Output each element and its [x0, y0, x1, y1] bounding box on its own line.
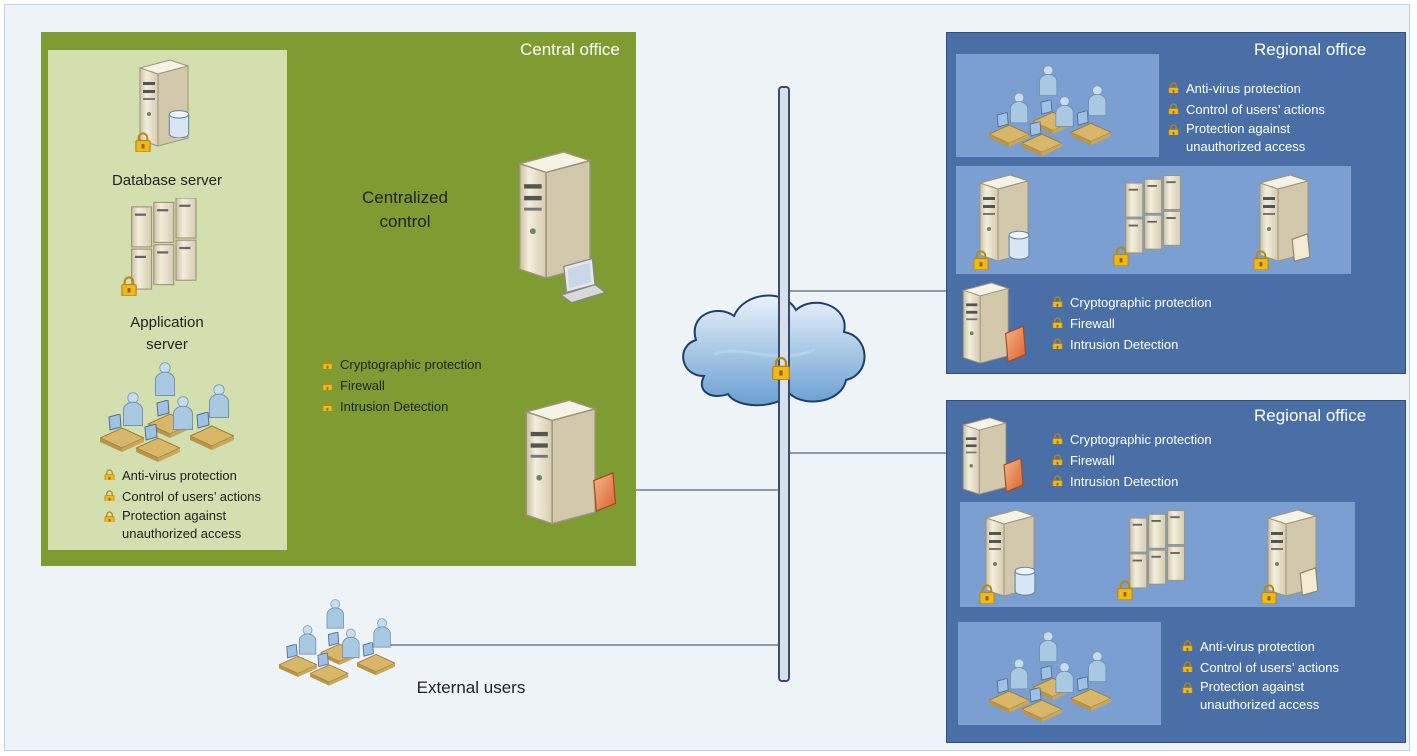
lock-icon — [1168, 82, 1179, 93]
file-server-icon — [1252, 174, 1311, 270]
protection-label: Control of users’ actions — [1186, 102, 1325, 117]
lock-icon — [1052, 475, 1063, 486]
protection-label: Firewall — [1070, 453, 1115, 468]
protection-label: Intrusion Detection — [1070, 337, 1179, 352]
protection-label: Control of users’ actions — [122, 489, 261, 504]
regional-1-line — [788, 290, 948, 292]
central-gateway-protections: Cryptographic protection Firewall Intrus… — [322, 354, 482, 417]
protection-label: Protection against unauthorized access — [1186, 121, 1306, 154]
regional-1-workstation-protections: Anti-virus protection Control of users’ … — [1168, 78, 1325, 156]
lock-icon — [1052, 433, 1063, 444]
protection-label: Anti-virus protection — [1186, 81, 1301, 96]
cloud-icon — [682, 294, 866, 407]
regional-1-workstation-panel — [956, 54, 1159, 157]
lock-icon — [1052, 317, 1063, 328]
lock-icon — [322, 400, 333, 411]
protection-item: Intrusion Detection — [1052, 471, 1212, 492]
application-server-icon — [120, 198, 197, 296]
protection-item: Intrusion Detection — [322, 396, 482, 417]
centralized-control-label: Centralized control — [362, 188, 448, 231]
protection-item: Cryptographic protection — [322, 354, 482, 375]
lock-icon — [1052, 296, 1063, 307]
protection-label: Cryptographic protection — [340, 357, 482, 372]
application-server-icon — [1112, 175, 1181, 266]
protection-item: Firewall — [1052, 313, 1212, 334]
protection-item: Control of users’ actions — [1168, 99, 1325, 120]
lock-icon — [1168, 124, 1179, 135]
lock-icon — [322, 358, 333, 369]
protection-label: Intrusion Detection — [1070, 474, 1179, 489]
control-server-icon — [518, 151, 607, 304]
protection-label: Protection against unauthorized access — [122, 508, 242, 541]
lock-icon — [771, 356, 791, 380]
gateway-server-icon — [962, 417, 1024, 495]
central-workstation-protections: Anti-virus protection Control of users’ … — [104, 465, 261, 543]
protection-label: Firewall — [340, 378, 385, 393]
protection-label: Firewall — [1070, 316, 1115, 331]
lock-icon — [1182, 682, 1193, 693]
gateway-server-icon — [525, 399, 617, 525]
external-users-label: External users — [416, 678, 526, 697]
database-server-label: Database server — [111, 172, 223, 189]
application-server-icon — [1116, 510, 1185, 600]
protection-item: Protection against unauthorized access — [1182, 678, 1339, 714]
regional-2-line — [788, 452, 948, 454]
regional-1-gateway-protections: Cryptographic protection Firewall Intrus… — [1052, 292, 1212, 355]
protection-item: Cryptographic protection — [1052, 292, 1212, 313]
protection-item: Firewall — [1052, 450, 1212, 471]
protection-item: Intrusion Detection — [1052, 334, 1212, 355]
protection-item: Anti-virus protection — [104, 465, 261, 486]
protection-item: Control of users’ actions — [104, 486, 261, 507]
protection-label: Cryptographic protection — [1070, 295, 1212, 310]
protection-item: Cryptographic protection — [1052, 429, 1212, 450]
protection-label: Anti-virus protection — [1200, 639, 1315, 654]
protection-label: Anti-virus protection — [122, 468, 237, 483]
lock-icon — [104, 490, 115, 501]
lock-icon — [1052, 338, 1063, 349]
regional-2-gateway-protections: Cryptographic protection Firewall Intrus… — [1052, 429, 1212, 492]
lock-icon — [104, 511, 115, 522]
lock-icon — [1052, 454, 1063, 465]
external-users-line — [390, 644, 782, 646]
external-users-icon — [272, 590, 402, 690]
protection-item: Anti-virus protection — [1168, 78, 1325, 99]
protection-item: Firewall — [322, 375, 482, 396]
protection-label: Intrusion Detection — [340, 399, 449, 414]
lock-icon — [322, 379, 333, 390]
workstation-group-icon — [980, 622, 1120, 722]
network-backbone — [778, 86, 790, 682]
database-server-icon — [972, 174, 1030, 270]
regional-office-1-title: Regional office — [1254, 40, 1367, 59]
file-server-icon — [1260, 509, 1319, 604]
protection-item: Anti-virus protection — [1182, 636, 1339, 657]
gateway-server-icon — [962, 282, 1027, 364]
protection-label: Control of users’ actions — [1200, 660, 1339, 675]
protection-item: Protection against unauthorized access — [1168, 120, 1325, 156]
database-server-icon — [134, 59, 190, 152]
lock-icon — [1168, 103, 1179, 114]
central-office-title: Central office — [520, 40, 620, 59]
regional-2-workstation-protections: Anti-virus protection Control of users’ … — [1182, 636, 1339, 714]
lock-icon — [104, 469, 115, 480]
regional-office-2-title: Regional office — [1254, 406, 1367, 425]
protection-item: Control of users’ actions — [1182, 657, 1339, 678]
database-server-icon — [978, 509, 1036, 604]
lock-icon — [1182, 661, 1193, 672]
protection-item: Protection against unauthorized access — [104, 507, 261, 543]
workstation-group-icon — [92, 352, 242, 462]
protection-label: Cryptographic protection — [1070, 432, 1212, 447]
central-to-backbone-line — [636, 489, 780, 491]
protection-label: Protection against unauthorized access — [1200, 679, 1320, 712]
application-server-label: Application server — [130, 314, 204, 353]
workstation-group-icon — [980, 56, 1120, 156]
lock-icon — [1182, 640, 1193, 651]
